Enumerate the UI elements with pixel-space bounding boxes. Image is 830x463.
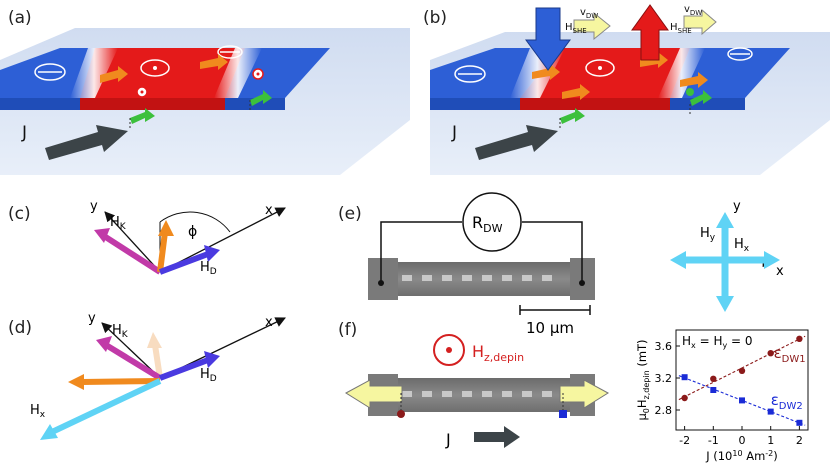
data-point-dw2 — [796, 419, 803, 426]
y-axis-label: μ0Hz,depin (mT) — [635, 339, 651, 420]
panel-d-vectors — [40, 317, 286, 440]
panel-label-d: (d) — [8, 318, 33, 338]
d-hd-label: HD — [200, 367, 217, 384]
hz-depin-label: Hz,depin — [472, 342, 524, 364]
v-dw-arrow-right — [683, 8, 717, 36]
h-she-down-arrow — [525, 7, 571, 71]
current-arrow-a — [45, 125, 128, 160]
data-point-dw2 — [710, 387, 717, 393]
data-point-dw1 — [738, 367, 746, 374]
data-point-dw2 — [739, 397, 745, 404]
r-dw-label: RDW — [472, 213, 503, 235]
data-point-dw1 — [681, 394, 688, 402]
x-tick-label: -2 — [679, 434, 690, 447]
y-tick-label: 3.6 — [655, 340, 673, 353]
data-point-dw2 — [767, 408, 774, 415]
data-point-dw1 — [767, 350, 774, 357]
field-arrow-left — [345, 379, 403, 409]
c-phi-label: ϕ — [188, 224, 197, 240]
c-x-label: x — [265, 203, 273, 218]
plot-frame — [675, 329, 809, 431]
y-tick-label: 3.2 — [655, 372, 673, 385]
d-x-label: x — [265, 315, 273, 330]
field-arrow-right — [559, 379, 609, 409]
dw2-marker — [559, 410, 567, 418]
axes-x-label: x — [776, 264, 784, 279]
y-tick-label: 2.8 — [655, 404, 673, 417]
data-point-dw1 — [796, 335, 803, 342]
x-tick-label: 1 — [767, 434, 774, 447]
panel-label-c: (c) — [8, 204, 31, 224]
current-arrow-f — [474, 426, 520, 448]
hz-symbol — [433, 334, 465, 366]
d-hx-label: Hx — [30, 403, 46, 420]
current-arrow-b — [475, 125, 558, 160]
panel-c-vectors — [94, 207, 286, 275]
current-label-b: J — [451, 123, 457, 143]
field-axes — [670, 212, 780, 312]
data-point-dw2 — [681, 374, 688, 381]
resistance-meter — [462, 192, 522, 252]
d-y-label: y — [88, 311, 96, 326]
h-she-up-arrow — [631, 4, 669, 61]
scale-bar-label: 10 μm — [526, 319, 574, 337]
panel-e-device — [368, 192, 595, 315]
c-hk-label: HK — [110, 215, 127, 232]
x-axis-label: J (1010 Am-2) — [705, 449, 778, 463]
h-she-label-right: HSHE — [670, 22, 692, 35]
x-tick-label: 2 — [796, 434, 803, 447]
red-domain — [80, 48, 245, 98]
c-y-label: y — [90, 199, 98, 214]
data-point-dw1 — [710, 375, 717, 382]
dw1-marker — [397, 410, 405, 418]
chart-annotation: Hx = Hy = 0 — [682, 334, 753, 350]
current-label-f: J — [445, 430, 451, 449]
panel-label-e: (e) — [338, 204, 362, 224]
panel-label-a: (a) — [8, 8, 32, 28]
depinning-field-chart: -2 -1 0 1 2 2.8 3.2 3.6 J (1010 Am-2) μ0Hz,depin … — [635, 329, 809, 463]
d-hk-label: HK — [112, 323, 129, 340]
x-tick-label: -1 — [708, 434, 719, 447]
v-dw-label-right: vDW — [684, 4, 702, 17]
h-she-label-left: HSHE — [565, 22, 587, 35]
c-hd-label: HD — [200, 260, 217, 277]
v-dw-arrow-left — [573, 11, 611, 41]
panel-label-f: (f) — [338, 320, 358, 340]
axes-y-label: y — [733, 199, 741, 214]
panel-label-b: (b) — [423, 8, 448, 28]
axes-hx-label: Hx — [734, 237, 750, 254]
x-tick-label: 0 — [739, 434, 746, 447]
panel-a-device — [0, 28, 410, 175]
panel-b-device — [430, 4, 830, 175]
v-dw-label-left: vDW — [580, 7, 598, 20]
panel-f-device — [345, 334, 609, 448]
current-label-a: J — [21, 123, 27, 143]
axes-hy-label: Hy — [700, 226, 716, 243]
